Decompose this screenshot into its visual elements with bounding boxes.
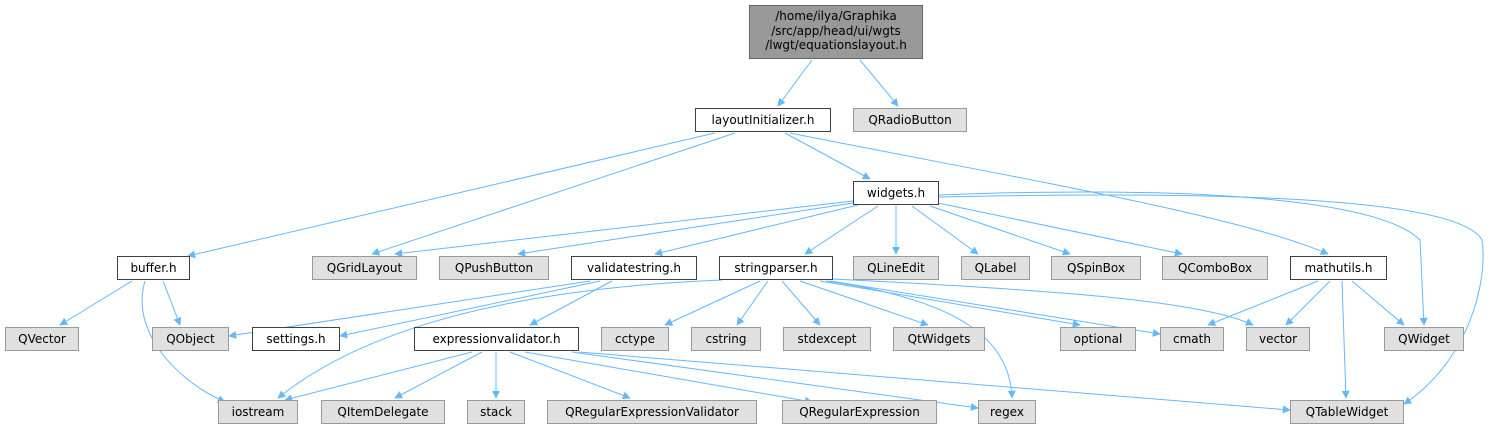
edge-validatestring-settings — [339, 280, 601, 339]
edge-widgets-qlabel — [911, 205, 979, 255]
edge-mathutils-qwidget — [1351, 280, 1405, 326]
edge-expressionvalidator-qregexvalidator — [509, 351, 631, 400]
node-buffer[interactable]: buffer.h — [117, 256, 190, 280]
edge-buffer-qvector — [59, 280, 133, 326]
node-settings[interactable]: settings.h — [252, 327, 340, 351]
edge-layoutinitializer-qgridlayout — [371, 132, 736, 256]
edge-stringparser-cmath — [829, 280, 1161, 337]
node-vector[interactable]: vector — [1246, 327, 1310, 351]
edge-expressionvalidator-qtablewidget — [578, 351, 1291, 414]
edge-mathutils-qtablewidget — [1341, 280, 1350, 399]
node-qregularexpression[interactable]: QRegularExpression — [782, 400, 937, 424]
edge-widgets-stringparser — [804, 205, 879, 255]
node-mathutils[interactable]: mathutils.h — [1290, 256, 1387, 280]
node-cmath[interactable]: cmath — [1160, 327, 1224, 351]
node-qpushbutton[interactable]: QPushButton — [439, 256, 549, 280]
node-qregularexpressionvalidator[interactable]: QRegularExpressionValidator — [547, 400, 757, 424]
node-qtwidgets[interactable]: QtWidgets — [893, 327, 985, 351]
node-cctype[interactable]: cctype — [601, 327, 669, 351]
edge-expressionvalidator-regex — [571, 351, 979, 411]
node-cstring[interactable]: cstring — [691, 327, 761, 351]
root-path-line-1: /home/ilya/Graphika — [775, 9, 897, 23]
edge-stringparser-cctype — [664, 280, 761, 326]
node-equationslayout[interactable]: /home/ilya/Graphika /src/app/head/ui/wgt… — [749, 5, 923, 59]
node-stringparser[interactable]: stringparser.h — [719, 256, 833, 280]
edge-stringparser-regex — [825, 280, 1016, 399]
edge-mathutils-cmath — [1207, 280, 1319, 327]
edge-stringparser-iostream — [277, 279, 723, 399]
node-qcombobox[interactable]: QComboBox — [1162, 256, 1268, 280]
node-qlineedit[interactable]: QLineEdit — [853, 256, 939, 280]
node-regex[interactable]: regex — [978, 400, 1036, 424]
edge-layoutinitializer-buffer — [187, 132, 716, 259]
edge-widgets-qgridlayout — [394, 200, 854, 258]
node-qradiobutton[interactable]: QRadioButton — [853, 108, 967, 132]
node-qwidget[interactable]: QWidget — [1384, 327, 1464, 351]
edge-widgets-qwidget — [938, 191, 1428, 326]
root-path-line-3: /lwgt/equationslayout.h — [765, 38, 907, 52]
node-qtablewidget[interactable]: QTableWidget — [1290, 400, 1404, 424]
edge-root-layoutinitializer — [777, 59, 813, 107]
edge-buffer-qobject — [162, 280, 182, 326]
edge-widgets-qcombobox — [937, 202, 1183, 257]
node-qobject[interactable]: QObject — [152, 327, 229, 351]
edge-validatestring-qobject — [228, 280, 591, 339]
node-validatestring[interactable]: validatestring.h — [571, 256, 697, 280]
node-qvector[interactable]: QVector — [5, 327, 79, 351]
edge-stringparser-stdexcept — [781, 280, 821, 326]
edge-widgets-validatestring — [654, 204, 859, 257]
node-stack[interactable]: stack — [467, 400, 525, 424]
edge-expressionvalidator-qregularexpression — [524, 351, 813, 405]
node-qitemdelegate[interactable]: QItemDelegate — [321, 400, 445, 424]
edge-stringparser-vector — [832, 278, 1254, 326]
node-expressionvalidator[interactable]: expressionvalidator.h — [414, 327, 579, 351]
edge-root-qradiobutton — [859, 59, 899, 107]
node-qspinbox[interactable]: QSpinBox — [1051, 256, 1141, 280]
edge-validatestring-expressionvalidator — [529, 280, 613, 326]
node-iostream[interactable]: iostream — [218, 400, 298, 424]
node-optional[interactable]: optional — [1060, 327, 1136, 351]
node-qlabel[interactable]: QLabel — [961, 256, 1030, 280]
edge-widgets-qspinbox — [929, 205, 1071, 256]
edge-mathutils-vector — [1285, 280, 1331, 326]
node-widgets[interactable]: widgets.h — [853, 181, 939, 205]
edge-stringparser-cstring — [736, 280, 769, 326]
node-qgridlayout[interactable]: QGridLayout — [312, 256, 417, 280]
edge-stringparser-qtwidgets — [799, 280, 929, 327]
edge-stringparser-optional — [819, 280, 1081, 328]
edge-expressionvalidator-iostream — [284, 351, 473, 403]
root-path-line-2: /src/app/head/ui/wgts — [771, 23, 901, 38]
node-stdexcept[interactable]: stdexcept — [783, 327, 871, 351]
edge-widgets-qtablewidget — [938, 194, 1484, 405]
node-layoutinitializer[interactable]: layoutInitializer.h — [695, 108, 831, 132]
edge-widgets-qpushbutton — [517, 202, 854, 257]
edge-buffer-iostream — [141, 280, 226, 403]
edge-layoutinitializer-widgets — [784, 132, 871, 180]
edge-expressionvalidator-qitemdelegate — [394, 351, 483, 399]
